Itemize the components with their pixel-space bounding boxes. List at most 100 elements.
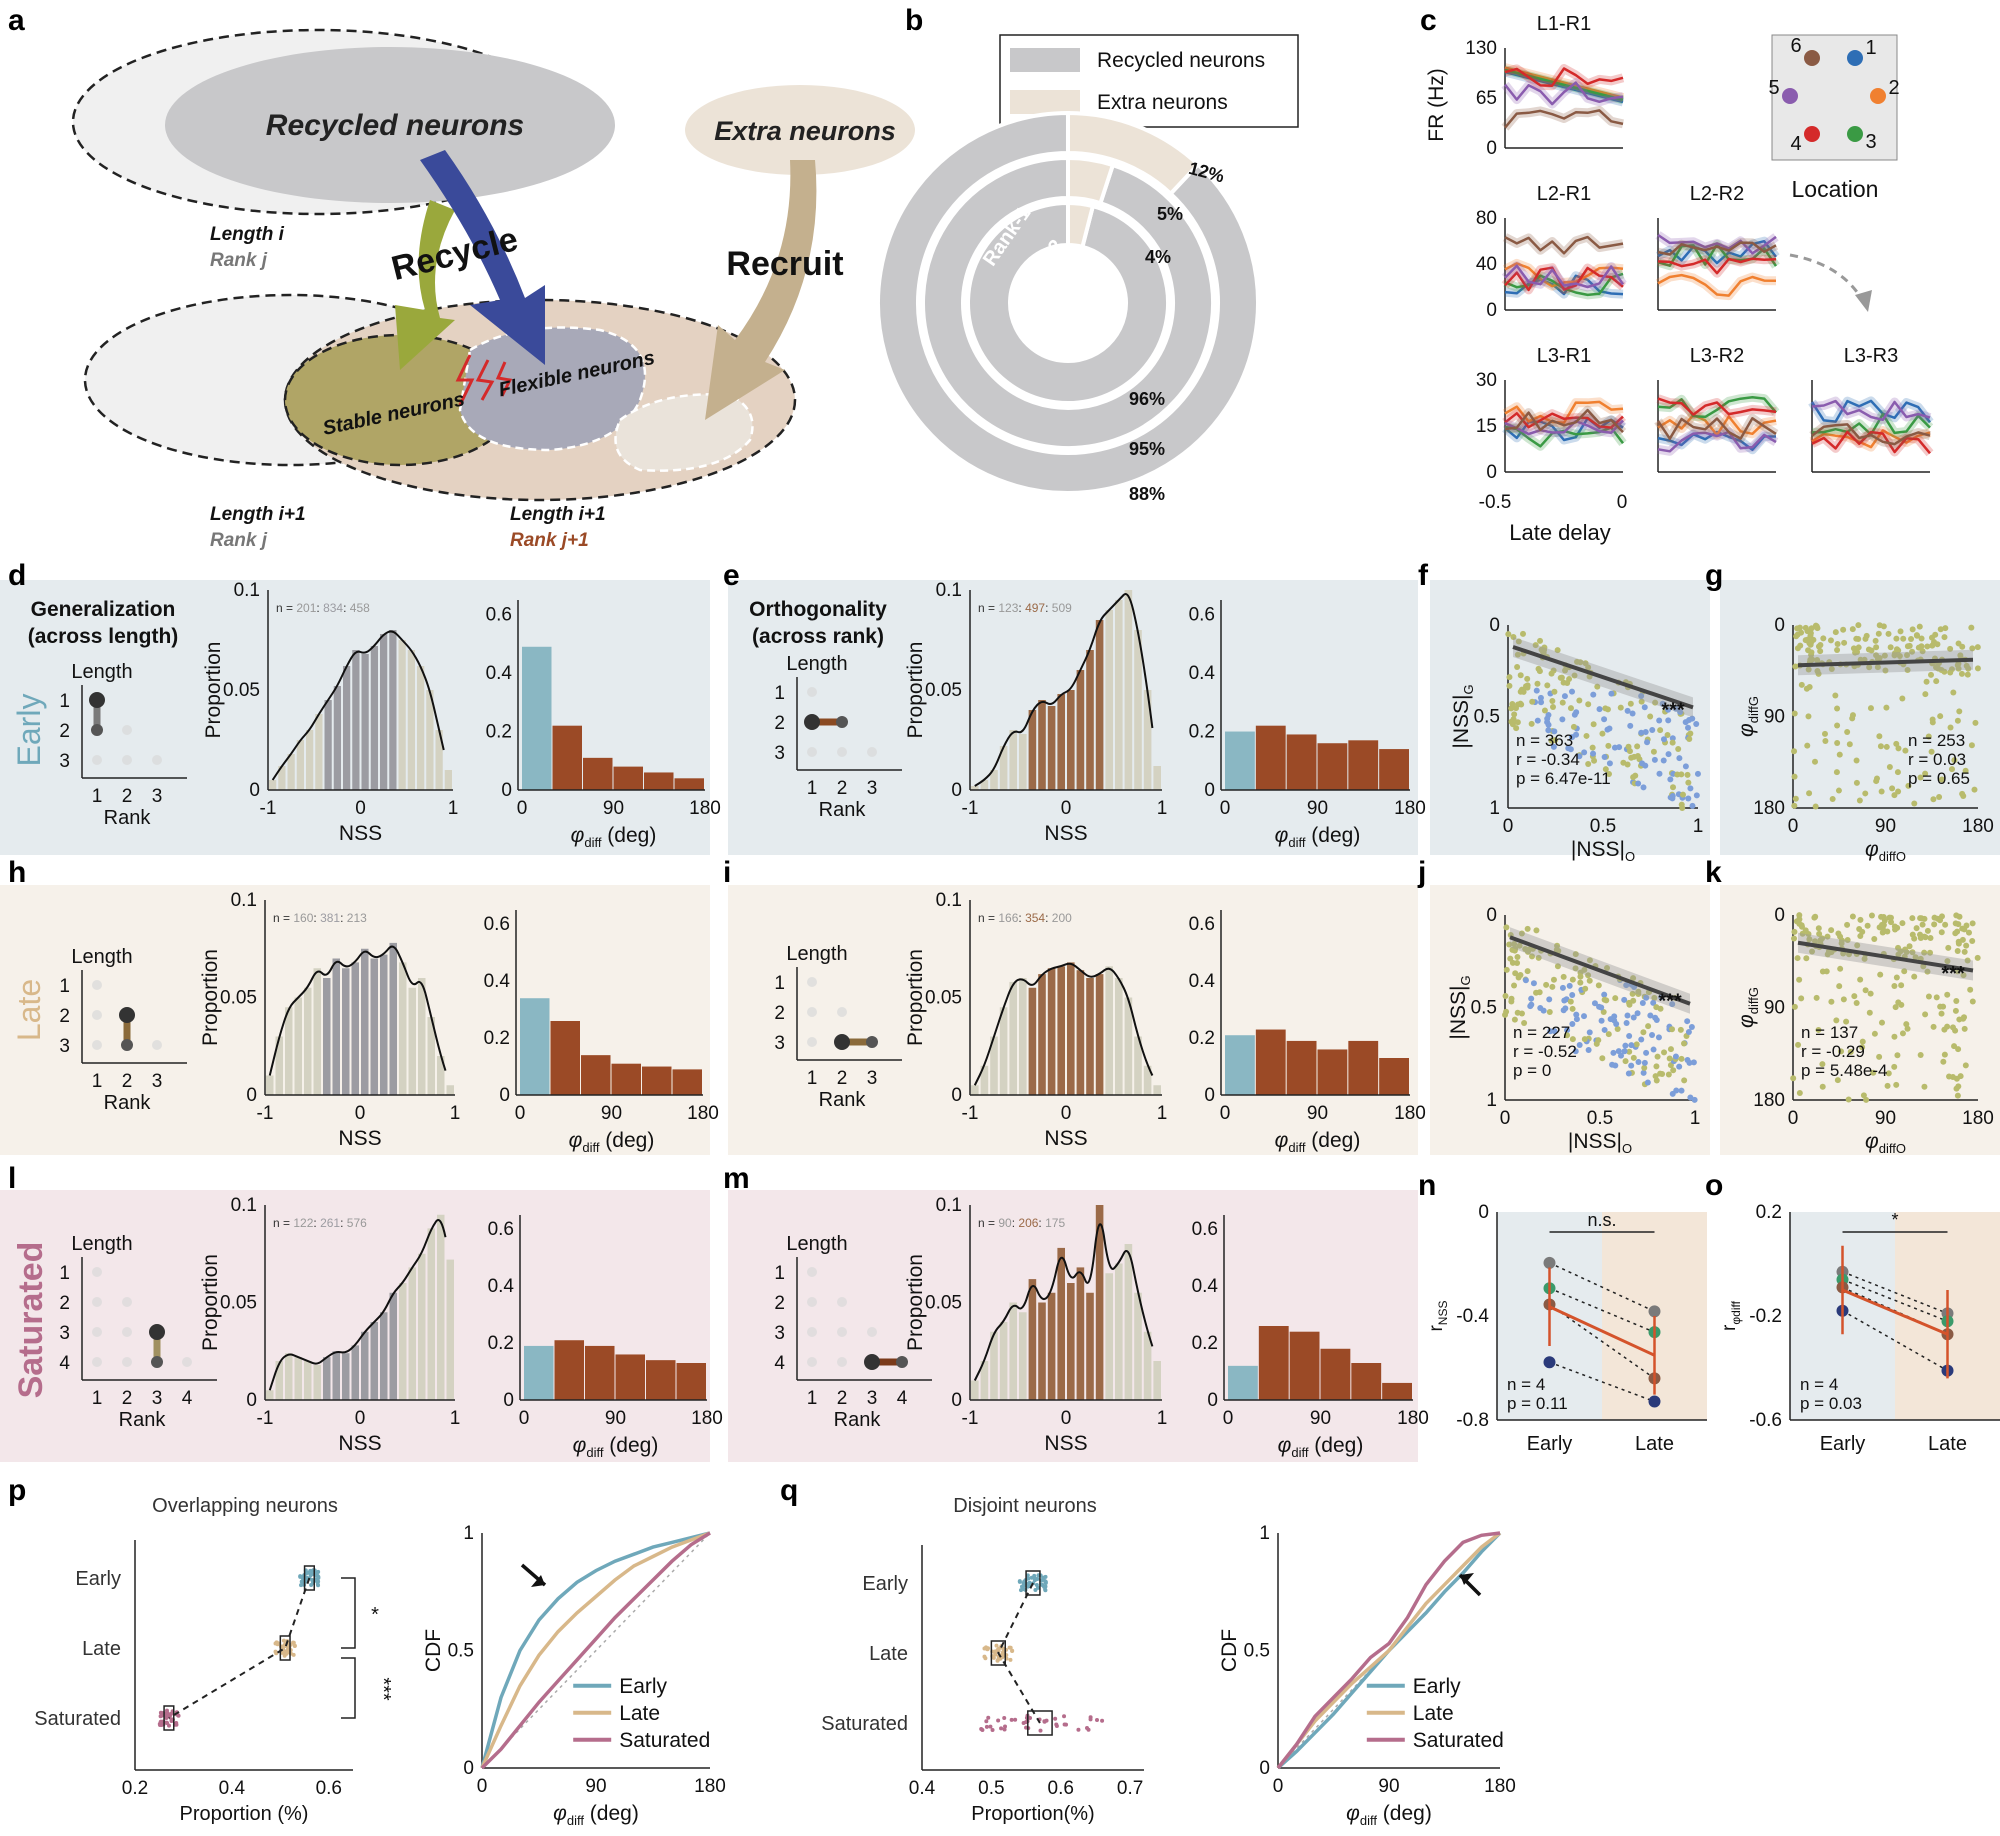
grid-row-tick: 3 <box>774 1323 785 1344</box>
hist-bar <box>427 1228 435 1400</box>
scatter-point <box>1931 921 1938 928</box>
corr-xtick: Early <box>1820 1433 1866 1455</box>
scatter-point <box>1878 1019 1885 1026</box>
scatter-stat: r = -0.52 <box>1513 1042 1577 1061</box>
scatter-ytick: 0 <box>1489 615 1500 636</box>
grid-active-dot <box>834 1034 850 1050</box>
scatter-point <box>1885 630 1892 637</box>
scatter-point <box>1543 981 1550 988</box>
hist-bar <box>999 1007 1008 1095</box>
cdf-arrowhead-icon <box>531 1575 545 1587</box>
grid-row-tick: 3 <box>774 1033 785 1054</box>
hist-bar <box>352 650 360 790</box>
scatter-point <box>1595 982 1602 989</box>
scatter-point <box>1520 688 1527 695</box>
hist-bar <box>1134 1036 1142 1095</box>
scatter-point <box>1968 624 1975 631</box>
location-dot <box>1782 88 1798 104</box>
box-jitter-point <box>1028 1715 1033 1720</box>
phi-xtick: 90 <box>1307 1103 1328 1124</box>
scatter-point <box>1551 728 1558 735</box>
hist-bar <box>1124 590 1133 790</box>
grid-active-dot <box>121 1039 133 1051</box>
hist-bar <box>1057 1247 1065 1400</box>
scatter-point <box>1933 678 1940 685</box>
hist-bar <box>370 646 378 790</box>
grid-active-dot <box>804 714 820 730</box>
kde-curve <box>974 593 1154 787</box>
scatter-point <box>1815 1026 1822 1033</box>
scatter-point <box>1933 664 1940 671</box>
scatter-point <box>1511 711 1518 718</box>
scatter-point <box>1933 994 1940 1001</box>
scatter-point <box>1928 671 1935 678</box>
box-jitter-point <box>1009 1717 1014 1722</box>
scatter-point <box>1911 973 1918 980</box>
scatter-point <box>1819 1061 1826 1068</box>
scatter-point <box>1791 802 1798 809</box>
scatter-point <box>1924 968 1931 975</box>
scatter-point <box>1641 1059 1648 1066</box>
hist-ytick: 0.05 <box>220 988 257 1009</box>
grid-row-tick: 2 <box>59 721 70 742</box>
grid-dot <box>867 747 877 757</box>
scatter-point <box>1514 719 1521 726</box>
scatter-point <box>1530 980 1537 987</box>
n-sep: : <box>313 1216 320 1230</box>
scatter-point <box>1528 953 1535 960</box>
scatter-point <box>1909 949 1916 956</box>
box-jitter-point <box>310 1578 315 1583</box>
lightning-icon-3 <box>495 361 513 397</box>
panel-letter-j: j <box>1417 856 1426 889</box>
phi-subscript: diff <box>567 1813 584 1828</box>
box-sig-1: * <box>371 1604 379 1626</box>
grid-dot <box>837 1297 847 1307</box>
length-i1-label-a: Length i+1 <box>210 504 306 525</box>
hist-bar <box>1153 766 1161 790</box>
box-jitter-point <box>1084 1725 1089 1730</box>
hist-bar <box>285 1007 293 1095</box>
scatter-point <box>1942 625 1949 632</box>
phi-bar <box>642 1066 672 1095</box>
scatter-point <box>1576 753 1583 760</box>
scatter-point <box>1601 991 1608 998</box>
scatter-point <box>1924 643 1931 650</box>
scatter-point <box>1569 976 1576 983</box>
scatter-point <box>1581 1013 1588 1020</box>
box-jitter-point <box>174 1720 179 1725</box>
scatter-point <box>1558 674 1565 681</box>
scatter-point <box>1638 692 1645 699</box>
scatter-point <box>1921 933 1928 940</box>
panel-letter-o: o <box>1705 1169 1723 1202</box>
box-group-label: Saturated <box>34 1708 121 1730</box>
scatter-point <box>1838 937 1845 944</box>
n-value-2: 834 <box>323 601 343 615</box>
phi-bar <box>613 766 643 790</box>
scatter-point <box>1942 921 1949 928</box>
phi-unit: (deg) <box>601 824 656 847</box>
box-group-label: Late <box>869 1643 908 1665</box>
trace-ytick: 15 <box>1476 416 1497 437</box>
dashed-arrow-icon <box>1789 253 1867 306</box>
scatter-point <box>1902 747 1909 754</box>
hist-n-label: n = 90: 206: 175 <box>978 1216 1065 1230</box>
n-value-2: 261 <box>320 1216 340 1230</box>
box-jitter-point <box>1043 1588 1048 1593</box>
legend-extra-label: Extra neurons <box>1097 91 1228 114</box>
n-prefix: n = <box>273 911 293 925</box>
scatter-point <box>1941 634 1948 641</box>
scatter-point <box>1834 646 1841 653</box>
trace-line <box>1504 70 1624 104</box>
hist-bar <box>389 1292 397 1400</box>
scatter-point <box>1836 751 1843 758</box>
scatter-point <box>1807 656 1814 663</box>
box-group-label: Early <box>75 1568 121 1590</box>
scatter-point <box>1796 976 1803 983</box>
phi-ytick: 0.4 <box>1189 971 1216 992</box>
grid-dot <box>807 1037 817 1047</box>
box-rect <box>279 1635 291 1661</box>
hist-bar <box>351 1345 359 1400</box>
